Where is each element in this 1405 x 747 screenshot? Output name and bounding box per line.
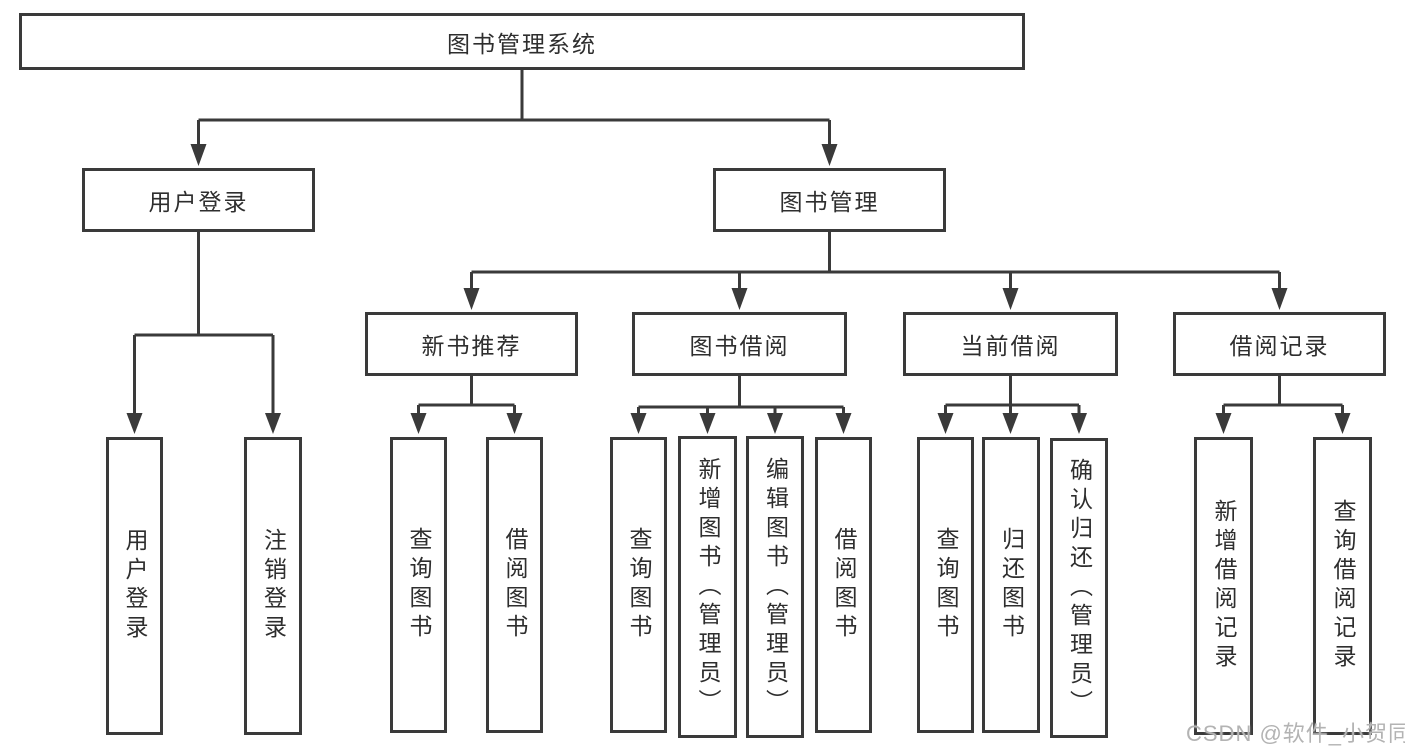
leaf-query-borrow-record: 查询借阅记录 <box>1313 437 1372 735</box>
connector-book-mgmt-split <box>470 232 1281 291</box>
arrowhead <box>835 413 852 434</box>
arrowhead <box>1071 413 1087 434</box>
connector-borrow-record-split <box>1222 376 1344 416</box>
leaf-add-books-admin: 新增图书（管理员） <box>678 436 737 738</box>
connector-book-borrow-split <box>637 376 845 416</box>
connector-root-split <box>197 70 831 147</box>
arrowhead <box>630 413 647 434</box>
arrowhead <box>190 144 207 166</box>
node-root-system: 图书管理系统 <box>19 13 1025 70</box>
arrowhead <box>1002 288 1019 310</box>
connector-user-login-split <box>133 232 275 416</box>
connector-new-book-split <box>417 376 516 416</box>
connector-current-borrow-split <box>944 376 1081 416</box>
leaf-query-books-2: 查询图书 <box>610 437 667 733</box>
arrowhead <box>1002 413 1019 434</box>
leaf-borrow-books: 借阅图书 <box>486 437 543 733</box>
arrowhead <box>265 413 281 434</box>
leaf-add-borrow-record: 新增借阅记录 <box>1194 437 1253 735</box>
arrowhead <box>463 288 480 310</box>
arrowhead <box>410 413 427 434</box>
node-borrow-records: 借阅记录 <box>1173 312 1386 376</box>
arrowhead <box>126 413 143 434</box>
node-new-book-recommend: 新书推荐 <box>365 312 578 376</box>
arrowhead <box>767 413 783 434</box>
node-user-login: 用户登录 <box>82 168 315 232</box>
arrowhead <box>506 413 523 434</box>
node-book-borrow: 图书借阅 <box>632 312 847 376</box>
leaf-return-books: 归还图书 <box>982 437 1040 733</box>
arrowheads <box>126 144 1351 434</box>
node-book-management: 图书管理 <box>713 168 946 232</box>
leaf-edit-books-admin: 编辑图书（管理员） <box>746 436 804 738</box>
arrowhead <box>1271 288 1288 310</box>
leaf-user-login: 用户登录 <box>106 437 163 735</box>
leaf-query-books-3: 查询图书 <box>917 437 974 733</box>
leaf-confirm-return-admin: 确认归还（管理员） <box>1050 438 1108 738</box>
arrowhead <box>731 288 748 310</box>
arrowhead <box>1334 413 1351 434</box>
arrowhead <box>937 413 954 434</box>
arrowhead <box>821 144 838 166</box>
arrowhead <box>699 413 716 434</box>
leaf-query-books: 查询图书 <box>390 437 447 733</box>
arrowhead <box>1215 413 1232 434</box>
csdn-watermark: CSDN @软件_小贺同学 <box>1186 721 1405 746</box>
leaf-borrow-books-2: 借阅图书 <box>815 437 872 733</box>
leaf-logout-login: 注销登录 <box>244 437 302 735</box>
node-current-borrow: 当前借阅 <box>903 312 1118 376</box>
